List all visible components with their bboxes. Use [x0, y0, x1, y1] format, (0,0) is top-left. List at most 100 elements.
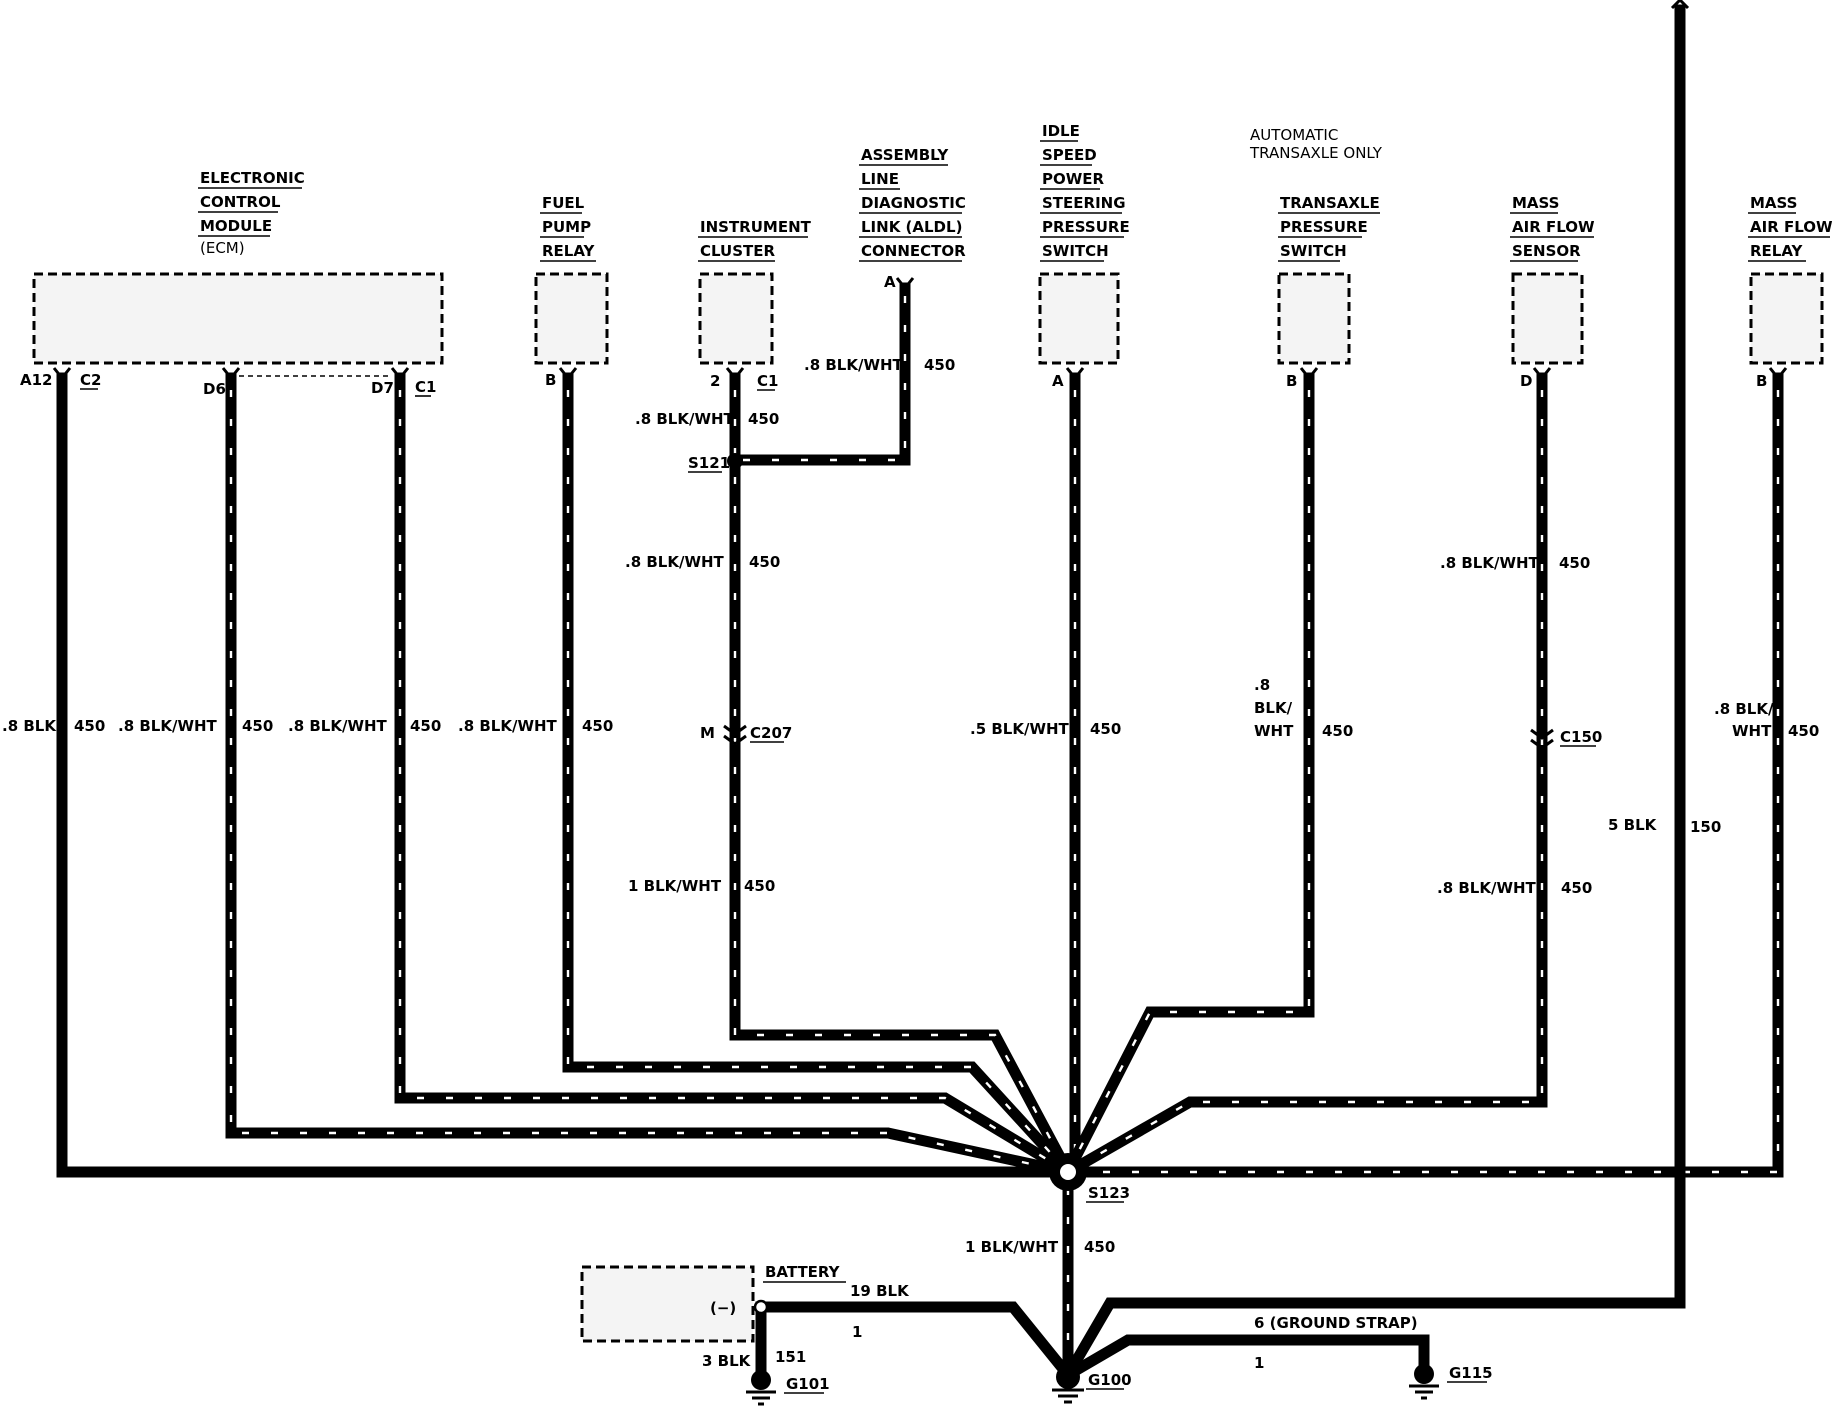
w-g101-circuit: 151 [775, 1348, 806, 1366]
maf-relay-label-3: RELAY [1750, 242, 1804, 260]
w-aldl-color: .8 BLK/WHT [804, 356, 904, 374]
w-ecm-d6-circuit: 450 [242, 717, 273, 735]
battery-label: BATTERY [765, 1263, 841, 1281]
idle-switch-box [1038, 272, 1120, 365]
battery: BATTERY (−) [580, 1263, 846, 1343]
w-ic-top-circuit: 450 [748, 410, 779, 428]
maf-relay-box [1749, 272, 1824, 365]
maf-sensor-label-2: AIR FLOW [1512, 218, 1595, 236]
w-ic-top-color: .8 BLK/WHT [635, 410, 735, 428]
w-ecm-d7-color: .8 BLK/WHT [288, 717, 388, 735]
w-fpr-circuit: 450 [582, 717, 613, 735]
ground-g100: G100 [1052, 1365, 1132, 1404]
w-idle-circuit: 450 [1090, 720, 1121, 738]
wire-transaxle-switch [1060, 372, 1315, 1180]
transaxle-label-3: SWITCH [1280, 242, 1347, 260]
maf-relay-label-2: AIR FLOW [1750, 218, 1833, 236]
w-maf-low-color: .8 BLK/WHT [1437, 879, 1537, 897]
w-ecm-d7-circuit: 450 [410, 717, 441, 735]
w-idle-color: .5 BLK/WHT [970, 720, 1070, 738]
pin-ic-2: 2 [710, 372, 720, 390]
w-fpr-color: .8 BLK/WHT [458, 717, 558, 735]
w-ic-low-circuit: 450 [744, 877, 775, 895]
continuation-arrow [1670, 0, 1690, 10]
pin-ic-c1: C1 [757, 372, 778, 390]
pin-ecm-c1: C1 [415, 378, 436, 396]
wire-5-blk [1060, 4, 1686, 1383]
g101-label: G101 [786, 1375, 830, 1393]
splice-s121: S121 [688, 453, 743, 473]
aldl-label-1: ASSEMBLY [861, 146, 949, 164]
aldl-connector: ASSEMBLY LINE DIAGNOSTIC LINK (ALDL) CON… [859, 146, 966, 291]
s121-label: S121 [688, 454, 730, 472]
fuel-pump-relay-label-3: RELAY [542, 242, 596, 260]
w-batt-circuit: 1 [852, 1323, 862, 1341]
aldl-label-4: LINK (ALDL) [861, 218, 962, 236]
ecm-abbrev: (ECM) [200, 239, 245, 257]
aldl-label-3: DIAGNOSTIC [861, 194, 966, 212]
fuel-pump-relay: FUEL PUMP RELAY B [534, 194, 609, 389]
idle-speed-ps-switch: IDLE SPEED POWER STEERING PRESSURE SWITC… [1038, 122, 1130, 390]
s123-label: S123 [1088, 1184, 1130, 1202]
w-mafr-color-2: WHT [1732, 722, 1772, 740]
w-maf-low-circuit: 450 [1561, 879, 1592, 897]
w-tps-circuit: 450 [1322, 722, 1353, 740]
pin-mafr-b: B [1756, 372, 1767, 390]
ecm-label-3: MODULE [200, 217, 272, 235]
idle-label-1: IDLE [1042, 122, 1080, 140]
connector-c150: C150 [1530, 728, 1602, 750]
w-maf-top-color: .8 BLK/WHT [1440, 554, 1540, 572]
wire-battery-g100 [755, 1301, 1076, 1383]
mass-air-flow-sensor: MASS AIR FLOW SENSOR D [1510, 194, 1595, 390]
wire-ecm-d6 [225, 372, 1075, 1179]
w-s123-color: 1 BLK/WHT [965, 1238, 1059, 1256]
maf-sensor-label-3: SENSOR [1512, 242, 1581, 260]
aldl-label-5: CONNECTOR [861, 242, 966, 260]
fuel-pump-relay-box [534, 272, 609, 365]
wire-labels: .8 BLK 450 .8 BLK/WHT 450 .8 BLK/WHT 450… [2, 356, 1819, 1372]
splice-s123: S123 [1049, 1153, 1130, 1203]
w-ic-mid-circuit: 450 [749, 553, 780, 571]
ecm-label-2: CONTROL [200, 193, 281, 211]
instrument-cluster-box [698, 272, 774, 365]
wire-maf-relay [1062, 372, 1784, 1178]
wire-ecm-a12 [56, 372, 1074, 1178]
instrument-cluster-label-2: CLUSTER [700, 242, 775, 260]
ecm: ELECTRONIC CONTROL MODULE (ECM) A12 C2 D… [20, 169, 444, 398]
instrument-cluster: INSTRUMENT CLUSTER 2 C1 [698, 218, 812, 391]
wire-instrument-cluster [729, 372, 1076, 1180]
wire-ground-strap [1060, 1334, 1430, 1383]
w-right-circuit: 150 [1690, 818, 1721, 836]
mass-air-flow-relay: MASS AIR FLOW RELAY B [1748, 194, 1833, 390]
w-mafr-circuit: 450 [1788, 722, 1819, 740]
pin-ecm-c2: C2 [80, 371, 101, 389]
wire-bundle [56, 4, 1784, 1383]
aldl-label-2: LINE [861, 170, 899, 188]
pin-maf-d: D [1520, 372, 1532, 390]
maf-sensor-label-1: MASS [1512, 194, 1559, 212]
transaxle-label-1: TRANSAXLE [1280, 194, 1380, 212]
pin-tps-b: B [1286, 372, 1297, 390]
ecm-label-1: ELECTRONIC [200, 169, 305, 187]
w-g101-color: 3 BLK [702, 1352, 752, 1370]
fuel-pump-relay-label-2: PUMP [542, 218, 591, 236]
maf-relay-label-1: MASS [1750, 194, 1797, 212]
w-ecm-d6-color: .8 BLK/WHT [118, 717, 218, 735]
transaxle-label-2: PRESSURE [1280, 218, 1368, 236]
c207-pin-m: M [700, 724, 715, 742]
instrument-cluster-label-1: INSTRUMENT [700, 218, 812, 236]
idle-label-5: PRESSURE [1042, 218, 1130, 236]
w-ecm-a12-circuit: 450 [74, 717, 105, 735]
w-tps-color-1: .8 [1254, 676, 1270, 694]
pin-aldl-a: A [884, 273, 896, 291]
w-mafr-color-1: .8 BLK/ [1714, 700, 1774, 718]
wire-aldl [729, 282, 911, 466]
idle-label-3: POWER [1042, 170, 1105, 188]
w-s123-circuit: 450 [1084, 1238, 1115, 1256]
battery-box [580, 1265, 755, 1343]
ground-g115: G115 [1409, 1364, 1493, 1400]
w-ic-mid-color: .8 BLK/WHT [625, 553, 725, 571]
idle-label-6: SWITCH [1042, 242, 1109, 260]
ecm-box [32, 272, 444, 365]
